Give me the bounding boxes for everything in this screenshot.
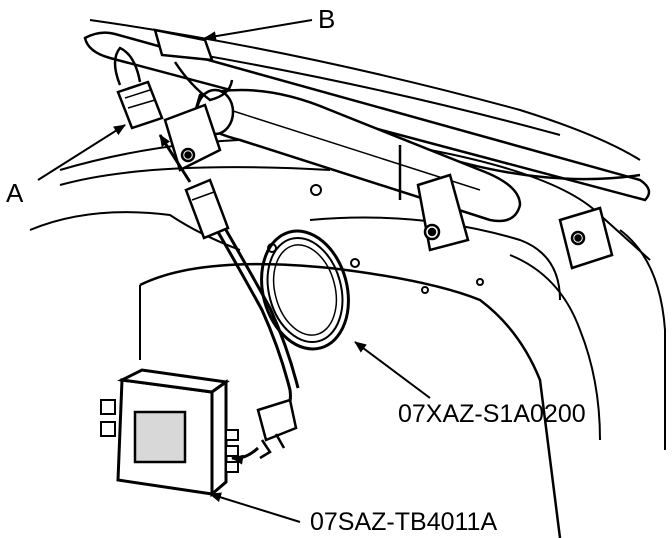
callout-label-b: B bbox=[318, 4, 336, 34]
clip-b bbox=[153, 28, 234, 102]
part-number-cable: 07XAZ-S1A0200 bbox=[398, 400, 586, 428]
mounting-bracket-left bbox=[163, 103, 222, 172]
leader-line-box bbox=[209, 492, 301, 523]
leader-line-cable bbox=[354, 341, 431, 399]
part-number-control-box: 07SAZ-TB4011A bbox=[310, 508, 498, 536]
leader-line-b bbox=[204, 19, 313, 42]
connection-arrow bbox=[231, 446, 260, 465]
mating-arrow bbox=[158, 134, 192, 183]
callout-label-a: A bbox=[6, 178, 24, 208]
connector-plug-icon bbox=[184, 178, 230, 240]
vehicle-body-panel bbox=[29, 19, 666, 538]
control-box bbox=[100, 368, 239, 498]
connector-a bbox=[113, 46, 164, 130]
cable-end-plug bbox=[256, 398, 298, 460]
mounting-bracket-right bbox=[416, 173, 614, 270]
leader-line-a bbox=[37, 124, 126, 181]
